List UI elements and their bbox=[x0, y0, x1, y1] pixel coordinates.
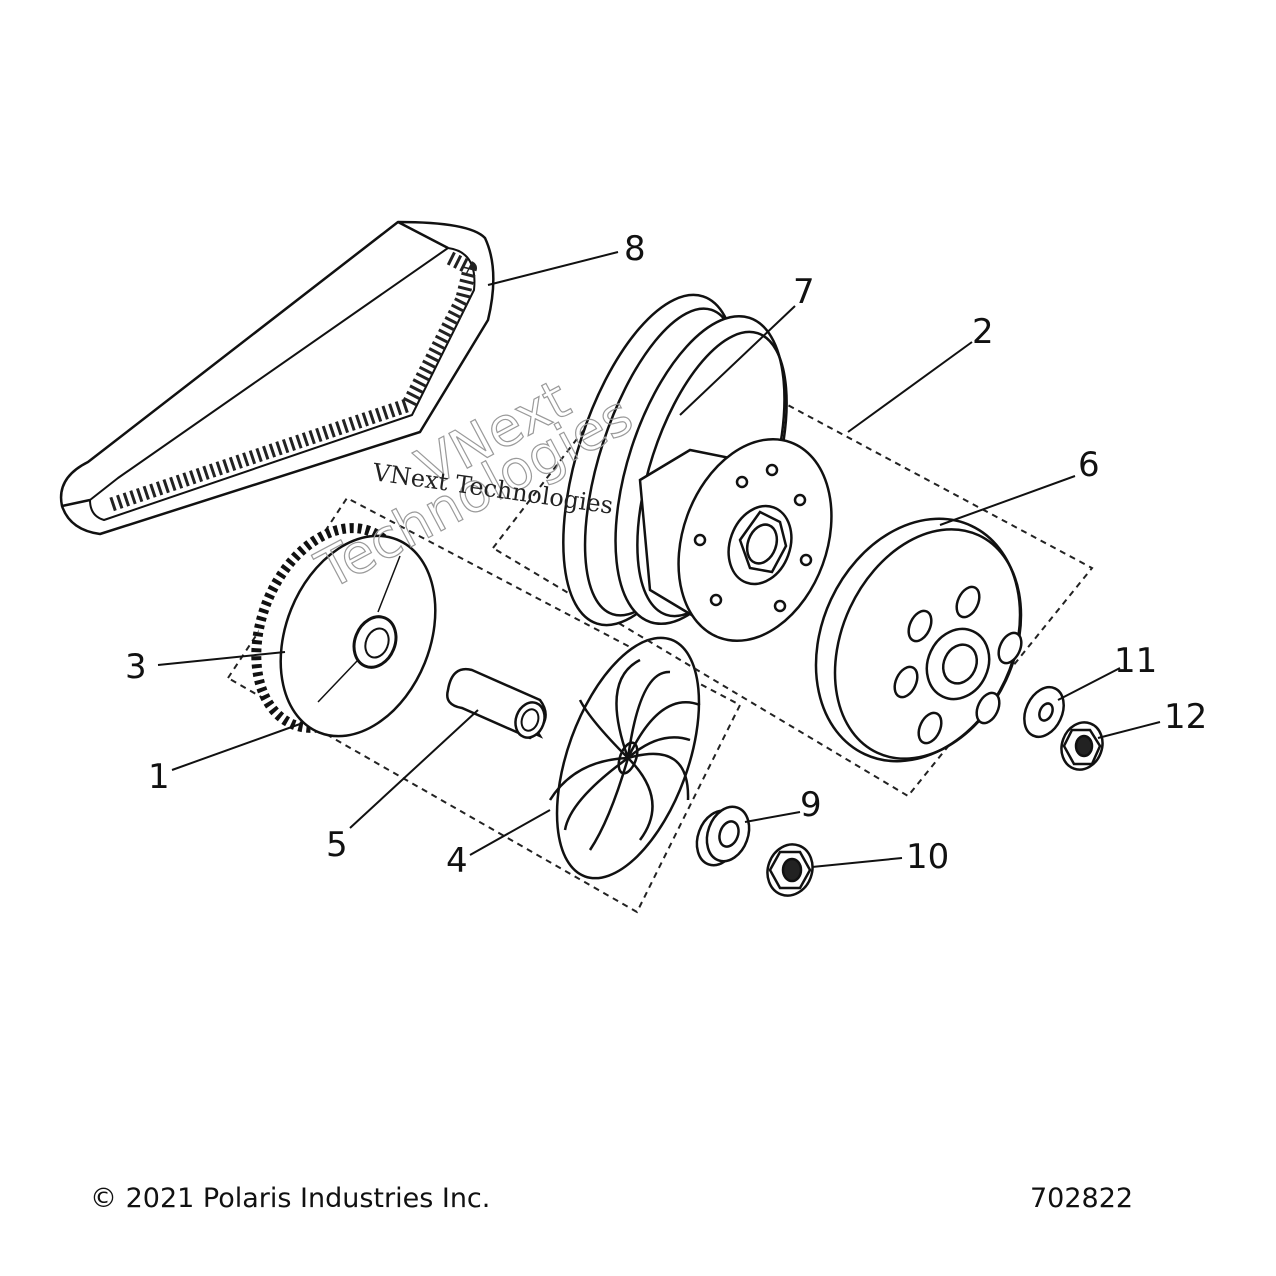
callout-10: 10 bbox=[906, 837, 949, 877]
callout-7: 7 bbox=[793, 272, 815, 312]
nut-12 bbox=[1060, 721, 1104, 771]
drive-belt bbox=[59, 220, 495, 536]
callout-9: 9 bbox=[800, 785, 822, 825]
leader-lines bbox=[157, 251, 1161, 868]
clutch-cover bbox=[814, 517, 1023, 763]
callout-5: 5 bbox=[326, 825, 348, 865]
callout-1: 1 bbox=[148, 757, 170, 797]
callout-8: 8 bbox=[624, 229, 646, 269]
callout-3: 3 bbox=[125, 647, 147, 687]
drawing-number: 702822 bbox=[1030, 1183, 1134, 1214]
callout-2: 2 bbox=[972, 312, 994, 352]
callout-6: 6 bbox=[1078, 445, 1100, 485]
driven-clutch bbox=[562, 293, 833, 643]
bushing-tube bbox=[446, 667, 547, 740]
callout-11: 11 bbox=[1114, 641, 1157, 681]
washer-11 bbox=[1023, 685, 1065, 739]
fan-sheave bbox=[548, 636, 701, 880]
callout-12: 12 bbox=[1164, 697, 1207, 737]
spacer-9 bbox=[695, 805, 751, 867]
callout-4: 4 bbox=[446, 841, 468, 881]
drive-sheave bbox=[251, 523, 437, 738]
copyright-text: © 2021 Polaris Industries Inc. bbox=[90, 1183, 491, 1214]
nut-10 bbox=[766, 843, 814, 897]
callout-labels: 1 2 3 4 5 6 7 8 9 10 11 12 bbox=[125, 229, 1207, 881]
